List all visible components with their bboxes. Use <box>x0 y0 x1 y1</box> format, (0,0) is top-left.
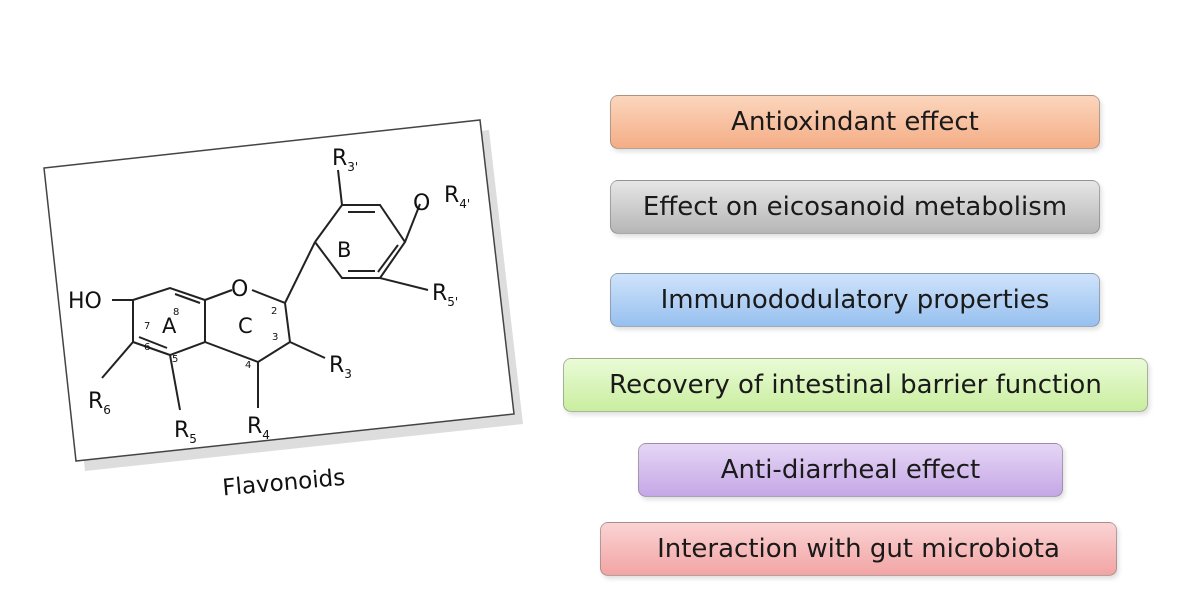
hydroxyl-label: HO <box>68 289 102 314</box>
flavonoid-structure: HO O O R3' R4' R5' R3 R4 R5 R6 A B C 8 7… <box>43 119 523 502</box>
effect-box-intestinal-barrier: Recovery of intestinal barrier function <box>563 358 1148 412</box>
ring-oxygen-label: O <box>231 277 248 302</box>
r6-label: R6 <box>88 389 111 417</box>
oxygen-r4p-label: O <box>413 191 430 216</box>
effect-box-eicosanoid-metabolism: Effect on eicosanoid metabolism <box>610 180 1100 234</box>
ring-c-label: C <box>238 314 253 338</box>
position-2: 2 <box>271 306 277 317</box>
effect-box-anti-diarrheal: Anti-diarrheal effect <box>638 443 1063 497</box>
position-7: 7 <box>144 321 150 332</box>
effect-box-antioxidant: Antioxindant effect <box>610 95 1100 149</box>
position-4: 4 <box>245 360 251 371</box>
r3-label: R3 <box>329 353 352 381</box>
position-3: 3 <box>272 332 278 343</box>
r5-label: R5 <box>174 418 197 446</box>
r4-label: R4 <box>247 414 270 442</box>
structure-bonds <box>101 169 429 411</box>
r4-prime-label: R4' <box>444 183 470 211</box>
position-6: 6 <box>144 342 150 353</box>
flavonoid-structure-drawing: HO O O R3' R4' R5' R3 R4 R5 R6 A B C 8 7… <box>43 119 523 502</box>
structure-card-frame <box>43 119 523 471</box>
position-5: 5 <box>172 354 178 365</box>
r3-prime-label: R3' <box>332 146 358 174</box>
position-8: 8 <box>173 307 179 318</box>
ring-a-label: A <box>162 314 177 338</box>
r5-prime-label: R5' <box>432 281 458 309</box>
structure-caption: Flavonoids <box>221 465 346 502</box>
ring-b-label: B <box>337 238 351 262</box>
effect-box-immunomodulatory: Immunododulatory properties <box>610 273 1100 327</box>
effect-box-gut-microbiota: Interaction with gut microbiota <box>600 522 1117 576</box>
